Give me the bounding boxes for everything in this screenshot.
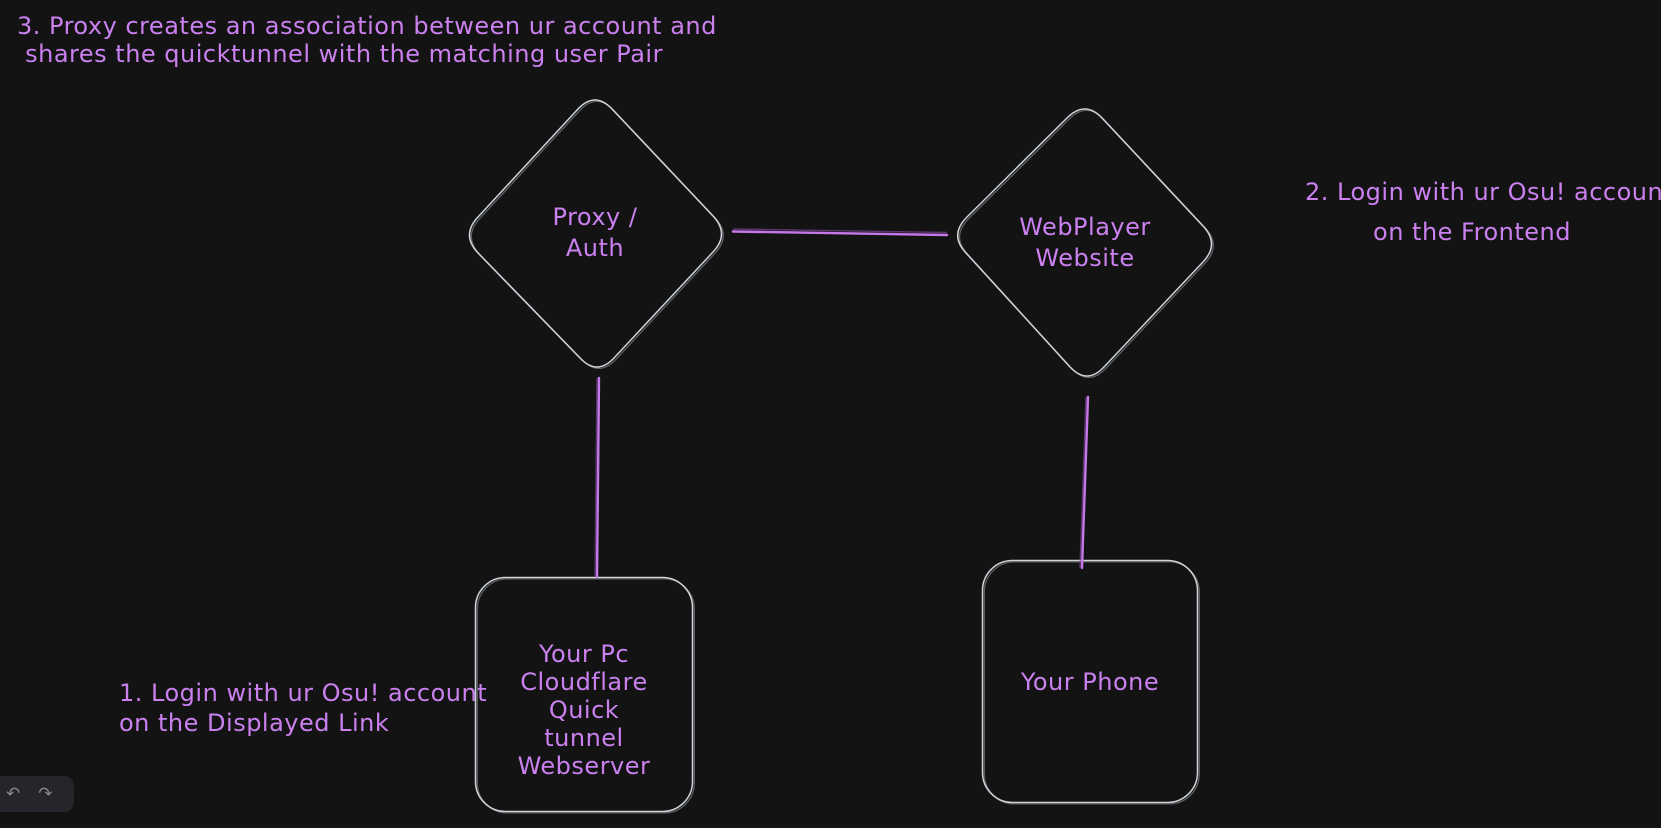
annotation-step-3[interactable]: 3. Proxy creates an association between … (17, 12, 717, 68)
connector-echo-strokes (594, 228, 1087, 578)
annotation-step-1[interactable]: 1. Login with ur Osu! account on the Dis… (119, 679, 488, 737)
undo-redo-toolbar: ↶ ↷ (0, 776, 74, 812)
connector-proxy-to-pc[interactable] (595, 376, 601, 579)
undo-icon: ↶ (6, 783, 21, 804)
connector-webplayer-to-phone[interactable] (1080, 395, 1090, 570)
phone-box[interactable] (981, 559, 1199, 804)
annotation-step-2[interactable]: 2. Login with ur Osu! account on the Fro… (1305, 178, 1661, 246)
proxy-auth-label[interactable]: Proxy / Auth (552, 203, 638, 262)
undo-button[interactable]: ↶ (6, 783, 21, 804)
pc-webserver-box[interactable] (474, 576, 694, 813)
connector-proxy-to-webplayer[interactable] (731, 230, 949, 237)
proxy-auth-diamond[interactable] (468, 99, 723, 368)
phone-label[interactable]: Your Phone (1020, 668, 1160, 696)
redo-button[interactable]: ↷ (38, 783, 53, 804)
redo-icon: ↷ (38, 783, 53, 804)
webplayer-website-label[interactable]: WebPlayer Website (1019, 213, 1151, 272)
webplayer-website-diamond[interactable] (957, 108, 1213, 377)
pc-webserver-label[interactable]: Your Pc Cloudflare Quick tunnel Webserve… (517, 640, 651, 780)
